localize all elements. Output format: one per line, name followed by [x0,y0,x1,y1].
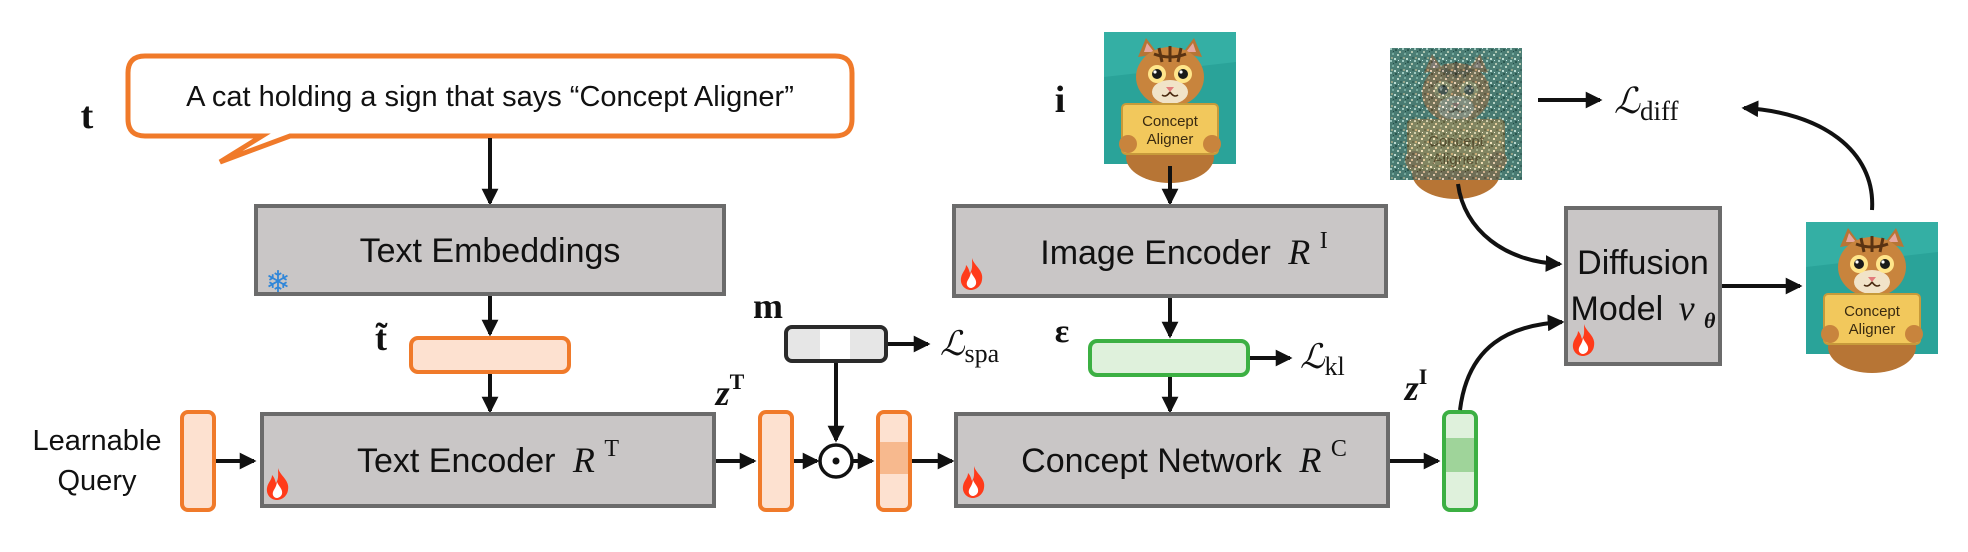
learnable-query-line2: Query [58,465,137,497]
mask-token-gap [820,329,850,359]
symbol-t-tilde: t̃ [375,318,388,358]
text-encoder-box [260,412,716,508]
diffusion-model-line1: Diffusion [1577,244,1709,282]
arrow-zI-to-diffusion [1458,314,1565,411]
output-image: Concept Aligner [1804,220,1940,375]
concept-network-label: Concept Network R C [1021,436,1347,480]
kl-loss: ℒkl [1300,339,1345,381]
text-prompt: A cat holding a sign that says “Concept … [186,81,794,113]
elementwise-product-dot [832,457,840,465]
text-encoder-label: Text Encoder R T [357,436,619,480]
concept-network-box [954,412,1390,508]
symbol-zI: zI [1403,364,1428,408]
epsilon-token [1088,339,1250,377]
learnable-query-token [180,410,216,512]
text-prompt-bubble [125,53,855,165]
diff-loss: ℒdiff [1614,81,1678,126]
symbol-epsilon: ε [1055,313,1070,350]
image-encoder-label: Image Encoder R I [1040,228,1328,272]
learnable-query-line1: Learnable [33,425,162,457]
cat-input-image: Concept Aligner [1102,30,1238,185]
text-embeddings-box [254,204,726,296]
spa-loss: ℒspa [940,326,1000,368]
symbol-zT: zT [714,369,745,413]
snowflake-icon: ❄ [265,265,290,300]
diffusion-model-line2: Model v θ [1571,288,1717,333]
arrow-output-to-diff-loss [1741,100,1875,211]
text-embeddings-label: Text Embeddings [360,232,621,270]
symbol-i: i [1055,79,1066,121]
svg-text:Concept: Concept [1428,133,1485,150]
svg-text:Concept: Concept [1142,113,1199,130]
symbol-m: m [753,286,783,326]
svg-text:Aligner: Aligner [1433,151,1480,168]
arrow-noisy-to-diffusion [1456,183,1563,272]
svg-text:Aligner: Aligner [1849,321,1896,338]
svg-text:Aligner: Aligner [1147,131,1194,148]
symbol-t: t [81,95,94,137]
zI-token-highlight [1446,438,1474,472]
zT-token [758,410,794,512]
t-tilde-token [409,336,571,374]
masked-token-highlight [880,442,908,474]
noisy-image: Concept Aligner [1388,46,1524,201]
image-encoder-box [952,204,1388,298]
svg-text:Concept: Concept [1844,303,1901,320]
